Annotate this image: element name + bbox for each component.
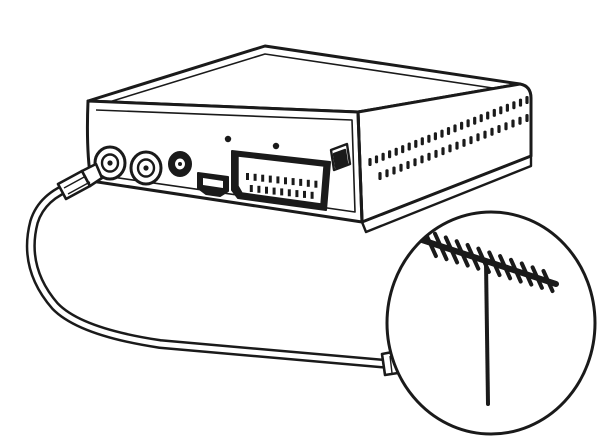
scart-pin bbox=[299, 178, 303, 186]
box-bottom-lip bbox=[360, 154, 533, 234]
vent-slot bbox=[479, 114, 483, 123]
vent-slot bbox=[374, 155, 379, 164]
vent-slot bbox=[399, 163, 403, 172]
vent-slot bbox=[525, 114, 529, 122]
power-switch[interactable] bbox=[329, 142, 352, 172]
coax-plug-box-end bbox=[56, 162, 104, 201]
scart-pin bbox=[306, 179, 310, 187]
scart-pin bbox=[246, 173, 249, 180]
screw-hole-left bbox=[224, 135, 232, 143]
roof-antenna bbox=[419, 228, 559, 406]
box-front-edge bbox=[356, 111, 364, 223]
vent-slot bbox=[407, 142, 411, 151]
vent-slot bbox=[518, 98, 523, 107]
scart-pin bbox=[276, 176, 280, 184]
vent-slot bbox=[455, 141, 459, 150]
scart-pin bbox=[249, 185, 253, 192]
scart-pin bbox=[280, 188, 284, 196]
vent-slot bbox=[446, 127, 451, 135]
vent-slot bbox=[420, 137, 424, 146]
vent-slot bbox=[413, 158, 417, 167]
vent-slot bbox=[505, 103, 509, 112]
antenna-element bbox=[454, 239, 470, 268]
vent-slot bbox=[441, 147, 445, 156]
vent-slot bbox=[525, 96, 529, 104]
rf-in-connector[interactable] bbox=[93, 145, 127, 181]
hdmi-port[interactable] bbox=[197, 172, 229, 197]
vent-slot bbox=[473, 116, 477, 125]
vent-slot bbox=[512, 101, 516, 110]
scart-pin bbox=[253, 173, 257, 181]
scart-pin bbox=[265, 186, 268, 194]
vent-slot bbox=[462, 138, 466, 147]
vent-slot bbox=[504, 122, 508, 131]
scart-pin bbox=[272, 187, 276, 195]
vent-slot bbox=[427, 152, 431, 161]
antenna-element bbox=[519, 261, 534, 287]
antenna-element bbox=[498, 254, 513, 281]
scart-pin bbox=[310, 191, 314, 199]
screw-hole-right bbox=[272, 142, 280, 150]
vent-slot bbox=[392, 166, 396, 175]
antenna-inset bbox=[385, 210, 597, 436]
coaxial-cable bbox=[25, 171, 393, 369]
vent-slot bbox=[414, 139, 418, 148]
vent-slot bbox=[453, 124, 457, 133]
scart-pin bbox=[303, 190, 306, 198]
vent-slot bbox=[469, 136, 473, 145]
scart-pin bbox=[261, 174, 265, 182]
scart-pin bbox=[268, 175, 272, 183]
scart-pins bbox=[246, 173, 318, 199]
vent-slot bbox=[440, 129, 444, 138]
vent-slot bbox=[490, 127, 494, 136]
vent-slot bbox=[381, 152, 385, 161]
audio-jack[interactable] bbox=[168, 151, 192, 177]
vent-slot bbox=[483, 130, 487, 139]
scart-pin bbox=[295, 190, 299, 198]
vent-slot bbox=[401, 145, 405, 154]
antenna-element bbox=[487, 250, 502, 278]
vent-slot bbox=[385, 169, 389, 178]
antenna-element bbox=[433, 231, 449, 262]
antenna-element bbox=[465, 242, 481, 271]
box-front-bevel bbox=[95, 109, 356, 213]
vent-slot bbox=[518, 116, 522, 125]
ventilation-slots bbox=[368, 96, 529, 180]
vent-slot bbox=[448, 144, 452, 153]
vent-slot bbox=[406, 161, 410, 169]
vent-slot bbox=[476, 133, 480, 142]
antenna-element bbox=[541, 269, 555, 293]
rf-out-connector[interactable] bbox=[129, 150, 163, 186]
vent-slot bbox=[420, 155, 424, 164]
vent-slot bbox=[368, 158, 372, 166]
scart-pin bbox=[284, 177, 287, 185]
antenna-element bbox=[530, 265, 544, 290]
scart-pin bbox=[287, 189, 291, 197]
vent-slot bbox=[394, 147, 398, 156]
scart-port[interactable] bbox=[231, 150, 331, 211]
vent-slot bbox=[492, 108, 496, 117]
vent-slot bbox=[499, 106, 503, 115]
vent-slot bbox=[388, 150, 392, 159]
antenna-elements bbox=[422, 228, 555, 293]
scart-pin bbox=[257, 185, 261, 193]
antenna-element bbox=[443, 235, 460, 265]
vent-slot bbox=[511, 119, 515, 128]
antenna-element bbox=[509, 257, 523, 284]
antenna-element bbox=[476, 246, 491, 274]
vent-slot bbox=[466, 119, 470, 128]
vent-slot bbox=[434, 149, 438, 158]
scart-pin bbox=[291, 178, 295, 186]
vent-slot bbox=[497, 125, 501, 133]
vent-slot bbox=[378, 172, 382, 180]
antenna-inset-frame bbox=[385, 210, 597, 436]
vent-slot bbox=[460, 121, 464, 130]
vent-slot bbox=[486, 111, 490, 120]
scart-pin bbox=[314, 180, 318, 188]
vent-slot bbox=[433, 132, 437, 141]
vent-slot bbox=[427, 134, 431, 143]
